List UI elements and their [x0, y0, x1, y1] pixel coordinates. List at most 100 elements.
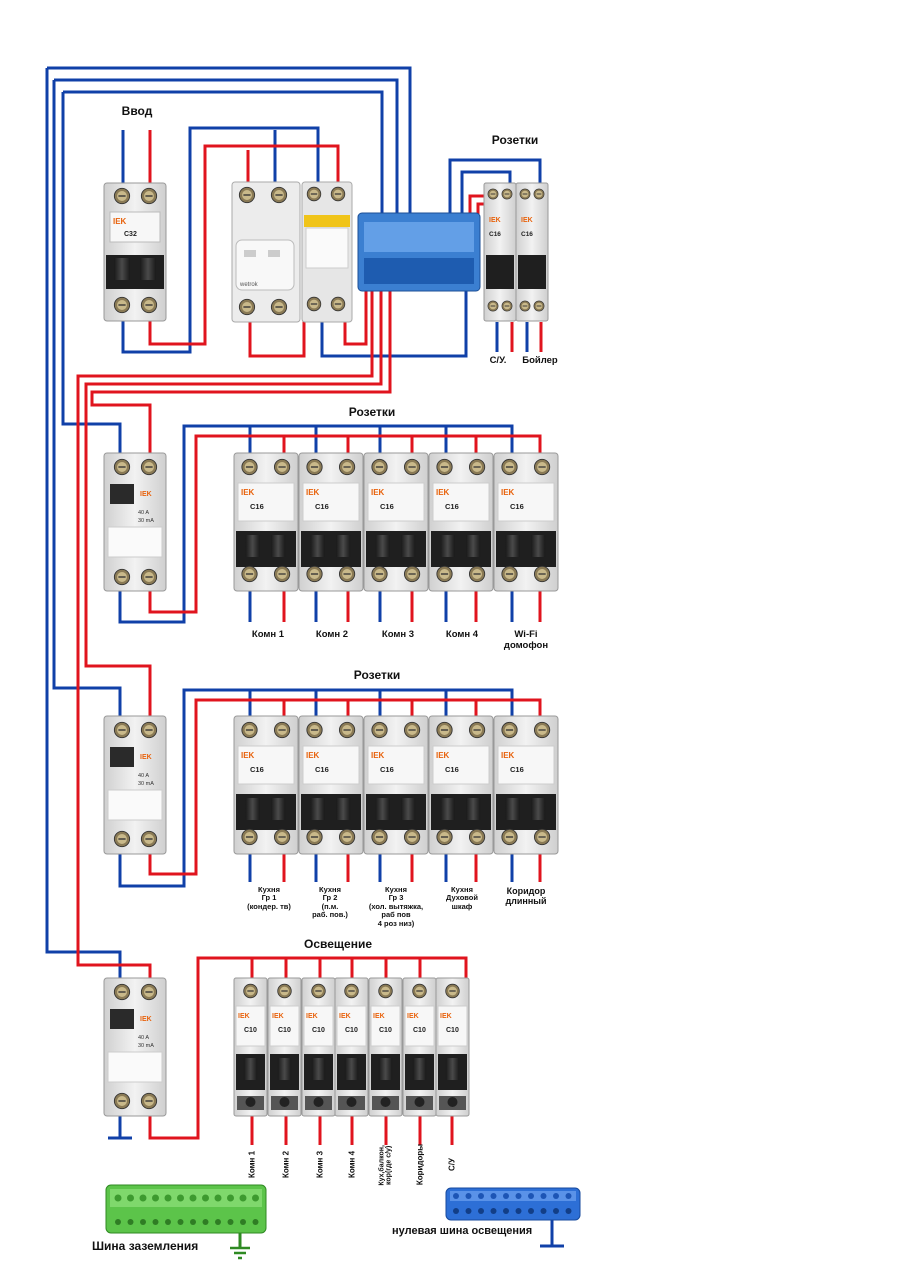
- bus-hole: [252, 1219, 259, 1225]
- circuit-row2-5: Коридор длинный: [505, 886, 547, 907]
- bus-hole: [553, 1208, 559, 1214]
- rcd-leak: 30 mA: [138, 518, 154, 524]
- rating-text: C16: [250, 765, 264, 774]
- rating-text: C16: [510, 765, 524, 774]
- phase-wires: [76, 130, 543, 1145]
- label-sockets-row2: Розетки: [353, 668, 401, 682]
- brand-text: IEK: [140, 491, 152, 498]
- rating-text: C10: [244, 1027, 257, 1034]
- brand-text: IEK: [371, 488, 385, 497]
- breaker-row2-2: IEK C16: [298, 715, 364, 855]
- bus-screw: [553, 1193, 559, 1199]
- rating-text: C16: [489, 231, 501, 238]
- bus-hole: [478, 1208, 484, 1214]
- bus-screw: [503, 1193, 509, 1199]
- ground-bus: [105, 1184, 267, 1260]
- bus-hole: [503, 1208, 509, 1214]
- brand-text: IEK: [306, 488, 320, 497]
- rating-text: C16: [380, 765, 394, 774]
- label-sockets-row1: Розетки: [348, 405, 396, 419]
- circuit-light-2: Комн 2: [281, 1150, 291, 1179]
- neutral-wires: [45, 66, 564, 1248]
- bus-hole: [140, 1219, 146, 1225]
- label-ground-bus: Шина заземления: [92, 1239, 199, 1253]
- bus-screw: [528, 1193, 534, 1199]
- label-neutral-bus: нулевая шина освещения: [392, 1225, 533, 1237]
- voltage-relay: wetrok: [231, 181, 301, 323]
- bus-screw: [252, 1194, 259, 1202]
- circuit-light-1: Комн 1: [247, 1150, 257, 1179]
- rcd-current: 40 A: [138, 1035, 149, 1041]
- contactor: [301, 181, 353, 323]
- brand-text: IEK: [501, 488, 515, 497]
- breaker-light-3: IEK C10: [301, 977, 336, 1117]
- rcd-lighting: IEK 40 A 30 mA: [103, 977, 167, 1117]
- circuit-light-3: Комн 3: [315, 1150, 325, 1179]
- bus-hole: [240, 1219, 246, 1225]
- bus-hole: [190, 1219, 196, 1225]
- bus-hole: [115, 1219, 121, 1225]
- breaker-row2-5: IEK C16: [493, 715, 559, 855]
- bus-hole: [528, 1208, 534, 1214]
- brand-text: IEK: [440, 1013, 452, 1020]
- bus-screw: [465, 1193, 472, 1199]
- main-breaker: IEK C32: [103, 182, 167, 322]
- label-input: Ввод: [121, 104, 153, 118]
- brand-text: IEK: [241, 751, 255, 760]
- circuit-light-4: Комн 4: [347, 1150, 357, 1179]
- bus-hole: [565, 1208, 572, 1214]
- rating-text: C16: [510, 502, 524, 511]
- circuit-row2-2: Кухня Гр 2 (п.м. раб. пов.): [312, 885, 348, 920]
- rcd-current: 40 A: [138, 510, 149, 516]
- rating-text: C16: [445, 765, 459, 774]
- rating-text: C16: [315, 765, 329, 774]
- brand-text: IEK: [407, 1013, 419, 1020]
- breaker-row1-5: IEK C16: [493, 452, 559, 592]
- rating-text: C16: [250, 502, 264, 511]
- breaker-row1-1: IEK C16: [233, 452, 299, 592]
- bus-hole: [515, 1208, 522, 1214]
- bus-screw: [214, 1194, 222, 1202]
- rcd-row1: IEK 40 A 30 mA: [103, 452, 167, 592]
- brand-text: IEK: [501, 751, 515, 760]
- rating-text: C10: [312, 1027, 325, 1034]
- circuit-top-2: Бойлер: [522, 355, 558, 366]
- circuit-top-1: С/У.: [489, 355, 507, 366]
- brand-text: IEK: [140, 754, 152, 761]
- label-lighting: Освещение: [304, 937, 372, 951]
- brand-text: IEK: [489, 217, 501, 224]
- bus-screw: [453, 1193, 459, 1199]
- bus-hole: [215, 1219, 221, 1225]
- bus-screw: [239, 1194, 247, 1202]
- circuit-row1-5: Wi-Fi домофон: [503, 629, 549, 651]
- brand-text: IEK: [306, 1013, 318, 1020]
- bus-hole: [490, 1208, 497, 1214]
- bus-screw: [202, 1194, 209, 1202]
- bus-screw: [189, 1194, 197, 1202]
- rating-text: C10: [278, 1027, 291, 1034]
- bus-hole: [465, 1208, 472, 1214]
- bus-hole: [152, 1219, 159, 1225]
- brand-text: IEK: [306, 751, 320, 760]
- bus-hole: [165, 1219, 171, 1225]
- top-diff-breaker-1: IEK C16: [483, 182, 517, 322]
- brand-text: IEK: [241, 488, 255, 497]
- circuit-row1-2: Комн 2: [315, 629, 349, 640]
- brand-text: IEK: [339, 1013, 351, 1020]
- neutral-bus: [445, 1187, 581, 1221]
- bus-hole: [227, 1219, 234, 1225]
- circuit-row2-1: Кухня Гр 1 (кондер. тв): [247, 885, 291, 911]
- distribution-block: [357, 212, 481, 292]
- bus-screw: [478, 1193, 484, 1199]
- label-sockets-top: Розетки: [491, 133, 539, 147]
- rating-text: C16: [521, 231, 533, 238]
- bus-screw: [490, 1193, 497, 1199]
